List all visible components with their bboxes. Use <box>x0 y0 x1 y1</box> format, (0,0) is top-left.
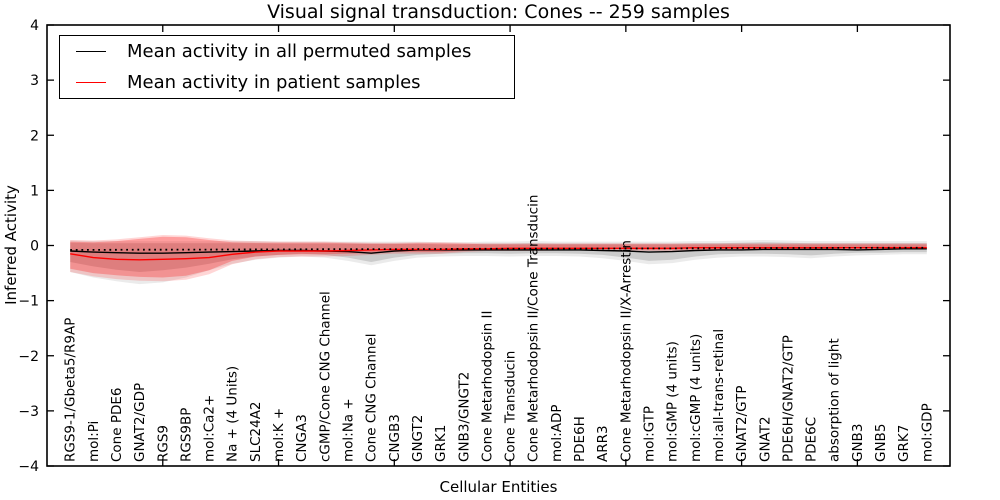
x-axis-label: Cellular Entities <box>439 478 558 496</box>
x-category-label: Cone Metarhodopsin II/X-Arrestin <box>618 240 634 462</box>
x-category-label: cGMP/Cone CNG Channel <box>317 291 333 462</box>
x-category-label: GRK1 <box>433 425 449 462</box>
legend-item-permuted: Mean activity in all permuted samples <box>60 37 514 67</box>
x-category-label: RGS9BP <box>178 408 194 462</box>
x-category-label: Cone Metarhodopsin II <box>479 311 495 462</box>
legend-line-permuted-icon <box>76 51 106 53</box>
x-category-label: PDE6H/GNAT2/GTP <box>780 335 796 462</box>
x-category-label: Cone Metarhodopsin II/Cone Transducin <box>526 195 542 462</box>
x-category-label: absorption of light <box>827 338 843 462</box>
x-category-label: Cone PDE6 <box>109 388 125 463</box>
x-category-label: GNAT2 <box>757 416 773 462</box>
x-category-label: Cone CNG Channel <box>364 333 380 462</box>
legend-label-patient: Mean activity in patient samples <box>127 71 421 93</box>
legend: Mean activity in all permuted samples Me… <box>59 35 515 99</box>
y-tick-label: 2 <box>30 128 39 144</box>
x-category-label: mol:GDP <box>919 403 935 462</box>
y-tick-label: 1 <box>30 183 39 199</box>
x-category-label: mol:cGMP (4 units) <box>688 334 704 462</box>
legend-item-patient: Mean activity in patient samples <box>60 67 514 97</box>
x-category-label: Na + (4 Units) <box>225 366 241 462</box>
x-category-label: GNGT2 <box>410 415 426 462</box>
chart-title: Visual signal transduction: Cones -- 259… <box>267 1 730 23</box>
x-category-label: GRK7 <box>896 425 912 462</box>
x-category-label: CNGB3 <box>387 414 403 462</box>
x-category-label: mol:Na + <box>341 398 357 462</box>
x-category-label: mol:K + <box>271 408 287 462</box>
x-category-label: PDE6C <box>804 417 820 462</box>
x-category-label: GNB5 <box>873 424 889 462</box>
y-tick-label: 0 <box>30 239 39 255</box>
x-category-label: mol:Ca2+ <box>202 395 218 462</box>
y-tick-label: 4 <box>30 18 39 34</box>
band-patient-range-inner <box>70 236 927 278</box>
x-category-label: GNB3/GNGT2 <box>456 372 472 462</box>
x-category-label: RGS9-1/Gbeta5/R9AP <box>63 318 79 462</box>
y-tick-label: −4 <box>18 459 39 475</box>
x-category-label: CNGA3 <box>294 414 310 462</box>
y-tick-label: 3 <box>30 73 39 89</box>
x-category-label: mol:GMP (4 units) <box>665 341 681 462</box>
band-patient-range-outer <box>70 235 927 282</box>
x-category-label: mol:ADP <box>549 405 565 462</box>
y-tick-label: −1 <box>18 294 39 310</box>
x-category-label: Cone Transducin <box>503 351 519 462</box>
x-category-label: GNB3 <box>850 424 866 462</box>
x-category-label: mol:GTP <box>642 406 658 462</box>
legend-label-permuted: Mean activity in all permuted samples <box>127 41 472 63</box>
x-category-label: GNAT2/GTP <box>734 386 750 463</box>
x-category-label: PDE6H <box>572 416 588 462</box>
line-patient-mean <box>70 246 927 261</box>
x-category-label: mol:Pi <box>86 421 102 462</box>
line-permuted-mean <box>70 248 927 254</box>
x-category-label: RGS9 <box>155 425 171 462</box>
y-tick-label: −2 <box>18 349 39 365</box>
x-category-label: GNAT2/GDP <box>132 383 148 462</box>
y-tick-label: −3 <box>18 404 39 420</box>
x-category-label: mol:all-trans-retinal <box>711 329 727 462</box>
x-category-label: SLC24A2 <box>248 401 264 462</box>
legend-line-patient-icon <box>76 81 106 83</box>
x-category-label: ARR3 <box>595 425 611 462</box>
